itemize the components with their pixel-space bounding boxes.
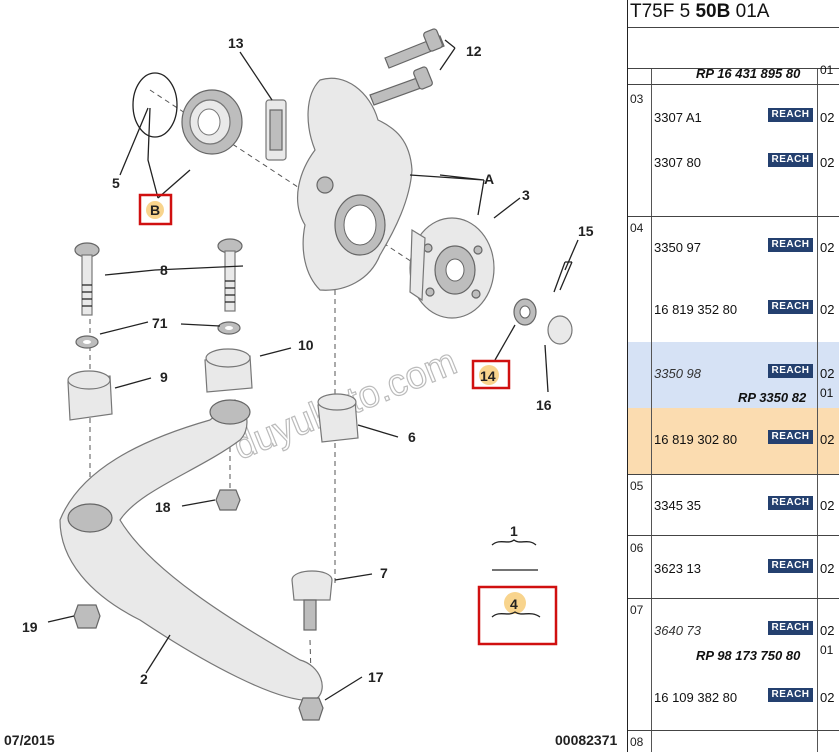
- group-05: 05: [630, 479, 644, 493]
- part-3350-97[interactable]: 3350 97: [654, 240, 701, 255]
- label-7: 7: [380, 565, 388, 581]
- rp-98-173-750-80: RP 98 173 750 80: [696, 648, 801, 663]
- reach-badge: REACH: [768, 621, 813, 635]
- svg-text:1: 1: [510, 523, 518, 539]
- qty: 02: [820, 561, 835, 576]
- reach-badge: REACH: [768, 153, 813, 167]
- bolt-8-left[interactable]: [74, 242, 100, 316]
- reach-badge: REACH: [768, 108, 813, 122]
- washer-71-left[interactable]: [75, 335, 99, 349]
- part-3350-98[interactable]: 3350 98: [654, 366, 701, 381]
- label-8: 8: [160, 262, 168, 278]
- dust-cap-16[interactable]: [547, 315, 573, 345]
- group-03: 03: [630, 92, 644, 106]
- washer-71-right[interactable]: [217, 321, 241, 335]
- reach-badge: REACH: [768, 364, 813, 378]
- part-3307-a1[interactable]: 3307 A1: [654, 110, 702, 125]
- bolt-8-right[interactable]: [217, 238, 243, 312]
- label-9: 9: [160, 369, 168, 385]
- group-04: 04: [630, 221, 644, 235]
- reach-badge: REACH: [768, 496, 813, 510]
- ball-joint-7[interactable]: [291, 570, 333, 631]
- label-17: 17: [368, 669, 384, 685]
- reach-badge: REACH: [768, 430, 813, 444]
- nut-19[interactable]: [73, 604, 101, 629]
- parts-list-panel: T75F 5 50B 01A RP 16 431 895 80 01 03 33…: [627, 0, 839, 752]
- control-arm-2[interactable]: [59, 399, 323, 701]
- circlip-5[interactable]: [132, 72, 178, 138]
- part-3640-73[interactable]: 3640 73: [654, 623, 701, 638]
- label-3: 3: [522, 187, 530, 203]
- label-12: 12: [466, 43, 482, 59]
- qty: 02: [820, 155, 835, 170]
- top-rp-qty: 01: [820, 63, 834, 77]
- qty: 02: [820, 432, 835, 447]
- bushing-9[interactable]: [67, 370, 113, 421]
- group-08: 08: [630, 735, 644, 749]
- nut-17[interactable]: [298, 697, 324, 721]
- qty: 02: [820, 110, 835, 125]
- part-3345-35[interactable]: 3345 35: [654, 498, 701, 513]
- rp-qty: 01: [820, 643, 834, 657]
- drawing-number: 00082371: [555, 732, 618, 748]
- reach-badge: REACH: [768, 688, 813, 702]
- rp-3350-82: RP 3350 82: [738, 390, 807, 405]
- group-06: 06: [630, 541, 644, 555]
- wheel-bearing-B[interactable]: [181, 89, 243, 155]
- hub-nut-14[interactable]: [513, 298, 537, 326]
- qty: 02: [820, 498, 835, 513]
- svg-text:14: 14: [480, 368, 496, 384]
- qty: 02: [820, 623, 835, 638]
- exploded-parts-diagram: duyukoto.com: [4, 28, 618, 748]
- reach-badge: REACH: [768, 300, 813, 314]
- abs-sensor-13[interactable]: [265, 99, 287, 161]
- callout-box-B[interactable]: B: [138, 193, 173, 226]
- part-16-819-352-80[interactable]: 16 819 352 80: [654, 302, 738, 317]
- label-2: 2: [140, 671, 148, 687]
- part-16-819-302-80[interactable]: 16 819 302 80: [654, 432, 738, 447]
- part-16-109-382-80[interactable]: 16 109 382 80: [654, 690, 738, 705]
- svg-text:4: 4: [510, 596, 518, 612]
- reference-code: T75F 5 50B 01A: [630, 1, 770, 22]
- svg-text:B: B: [150, 202, 160, 218]
- qty: 02: [820, 302, 835, 317]
- bushing-10[interactable]: [204, 348, 253, 393]
- label-19: 19: [22, 619, 38, 635]
- label-71: 71: [152, 315, 168, 331]
- label-15: 15: [578, 223, 594, 239]
- part-3307-80[interactable]: 3307 80: [654, 155, 701, 170]
- qty: 02: [820, 690, 835, 705]
- drawing-date: 07/2015: [4, 732, 55, 748]
- legend-1: 1: [491, 523, 538, 571]
- top-rp-reference: RP 16 431 895 80: [696, 66, 801, 81]
- reach-badge: REACH: [768, 238, 813, 252]
- label-18: 18: [155, 499, 171, 515]
- callout-box-legend-4[interactable]: 4: [477, 585, 558, 646]
- label-6: 6: [408, 429, 416, 445]
- reach-badge: REACH: [768, 559, 813, 573]
- split-pin-15[interactable]: [553, 261, 573, 293]
- label-16: 16: [536, 397, 552, 413]
- label-13: 13: [228, 35, 244, 51]
- part-3623-13[interactable]: 3623 13: [654, 561, 701, 576]
- callout-box-14[interactable]: 14: [471, 359, 511, 390]
- label-A: A: [484, 171, 494, 187]
- group-07: 07: [630, 603, 644, 617]
- steering-knuckle-A[interactable]: [297, 77, 413, 291]
- nut-18[interactable]: [215, 489, 241, 511]
- bolt-12-upper[interactable]: [384, 28, 445, 69]
- qty: 02: [820, 366, 835, 381]
- bushing-6[interactable]: [317, 393, 359, 443]
- label-5: 5: [112, 175, 120, 191]
- qty: 02: [820, 240, 835, 255]
- bolt-12-lower[interactable]: [369, 66, 433, 106]
- rp-qty: 01: [820, 386, 834, 400]
- label-10: 10: [298, 337, 314, 353]
- wheel-hub-3[interactable]: [409, 217, 495, 319]
